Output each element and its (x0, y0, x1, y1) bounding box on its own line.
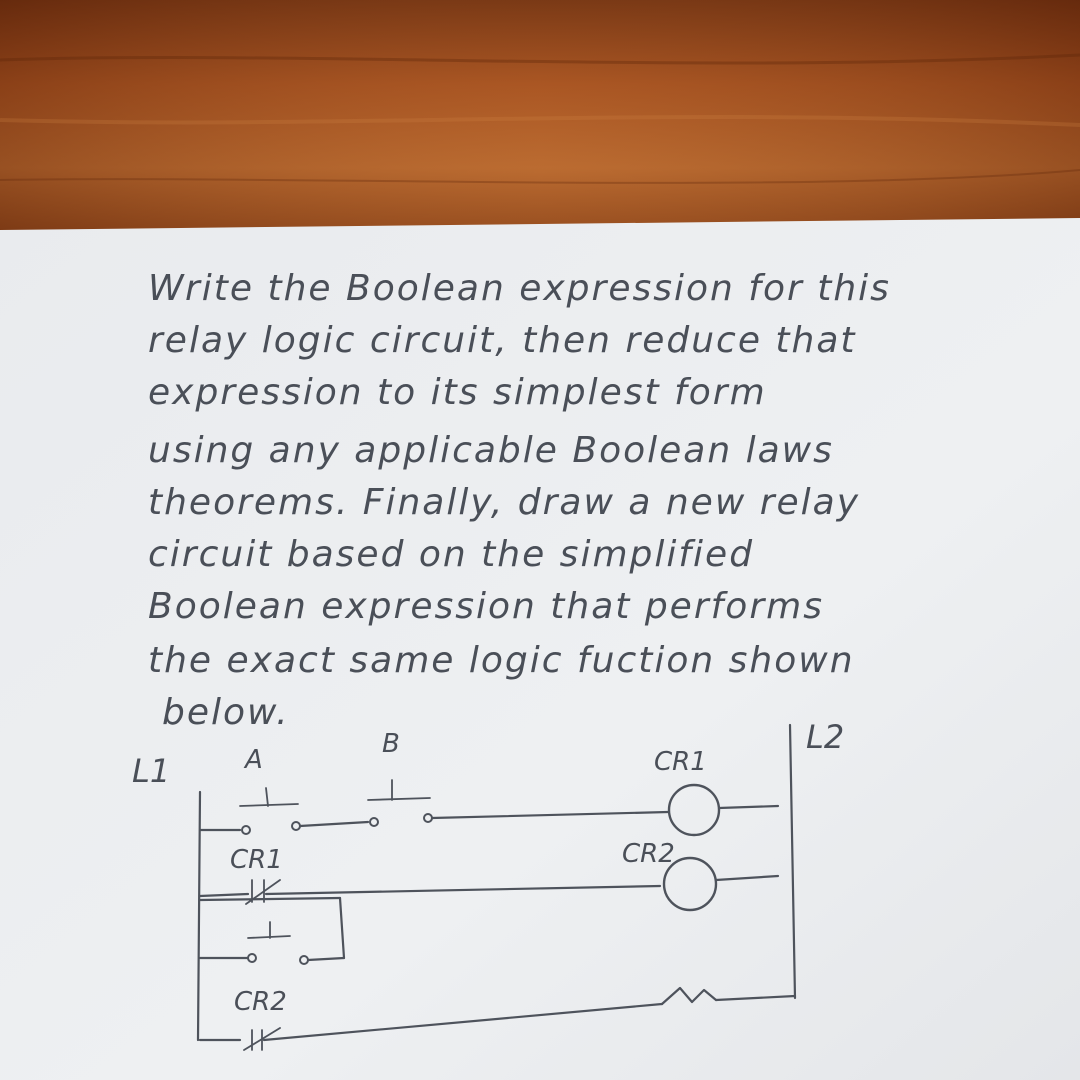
contact-a: A (239, 745, 301, 835)
coil-cr2-label: CR2 (622, 839, 675, 869)
rail-left-label: L1 (132, 752, 170, 790)
rung-3: CR2 (198, 986, 797, 1051)
question-line-5: theorems. Finally, draw a new relay (148, 482, 860, 523)
left-rail (196, 790, 202, 1042)
question-line-8: the exact same logic fuction shown (148, 640, 855, 681)
load-resistor (660, 986, 718, 1006)
contact-cr2-nc: CR2 (234, 987, 287, 1051)
rung-2: CR1 CR2 (198, 839, 780, 965)
question-line-9: below. (162, 692, 290, 733)
question-line-4: using any applicable Boolean laws (148, 430, 834, 471)
contact-cr1-label: CR1 (230, 845, 283, 875)
question-line-1: Write the Boolean expression for this (148, 268, 891, 309)
question-line-7: Boolean expression that performs (148, 586, 824, 627)
contact-a-label: A (243, 745, 263, 775)
question-line-2: relay logic circuit, then reduce that (148, 320, 857, 361)
rail-right-label: L2 (806, 718, 844, 756)
coil-cr2: CR2 (622, 839, 718, 912)
contact-cr2-label: CR2 (234, 987, 287, 1017)
ladder-diagram: L1 L2 A B (132, 718, 844, 1051)
contact-cr1-nc: CR1 (230, 845, 283, 905)
rung-1: A B CR1 (198, 729, 780, 837)
question-line-6: circuit based on the simplified (148, 534, 754, 575)
question-line-3: expression to its simplest form (148, 372, 767, 413)
contact-b: B (367, 729, 433, 827)
right-rail (788, 723, 797, 1000)
paper-sheet (0, 218, 1080, 1080)
question-text: Write the Boolean expression for this re… (148, 268, 891, 733)
coil-cr1-label: CR1 (654, 747, 707, 777)
coil-cr1: CR1 (654, 747, 721, 837)
contact-b-label: B (382, 729, 400, 759)
wooden-table (0, 0, 1080, 240)
